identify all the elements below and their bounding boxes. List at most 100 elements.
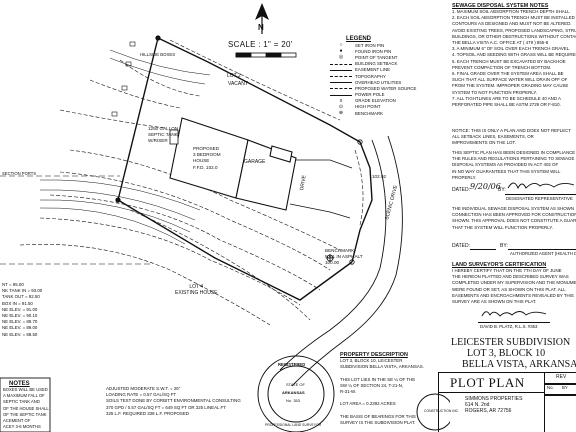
individual-line: THE INDIVIDUAL SEWAGE DISPOSAL SYSTEM AS… xyxy=(452,206,574,211)
house-label: PROPOSED 3 BEDROOM HOUSE F.F.D. 102.0 xyxy=(193,146,221,170)
legend-symbol-icon xyxy=(330,88,352,90)
legend-item: TOPOGRAPHY xyxy=(330,73,440,79)
legend-label: BENCHMARK xyxy=(355,110,384,116)
sig-cert-line xyxy=(478,322,550,323)
legend-label: PROPOSED WATER SOURCE xyxy=(355,85,417,91)
elevation-line: NE ELEV. = 89.00 xyxy=(2,325,38,331)
cert-line: SURVEY ARE AS SHOWN ON THIS PLAT. xyxy=(452,299,537,305)
rev-label: REV xyxy=(556,374,567,380)
plot-plan-title: PLOT PLAN xyxy=(450,375,525,390)
legend-symbol-icon xyxy=(330,76,352,78)
north-arrow-icon xyxy=(255,3,269,34)
notes-line: A MAXIMUM FALL OF xyxy=(3,393,45,399)
sewage-note-line: SYSTEM TO NOT FUNCTION PROPERLY. xyxy=(452,89,537,95)
legend-symbol-icon xyxy=(330,63,352,65)
sig2-line xyxy=(508,249,576,250)
legend-symbol-icon: x xyxy=(339,97,343,104)
seal-mid-0: STATE OF xyxy=(286,382,306,387)
percolation-line: ADJUSTED MODERATE S.W.T. = 26" xyxy=(106,386,181,391)
sewage-note-line: THE BELLA VISTA A.C. OFFICE AT ( 479 ) 8… xyxy=(452,40,549,46)
sewage-note-line: 5. EACH TRENCH MUST BE EXCAVATED BY BACK… xyxy=(452,58,566,64)
dated2-by: BY: xyxy=(500,243,508,249)
subdivision-line1: LEICESTER SUBDIVISION xyxy=(451,337,571,348)
legend-symbol-icon: ⊕ xyxy=(338,110,344,117)
seal-bottom-text: PROFESSIONAL LAND SURVEYOR xyxy=(265,423,322,427)
dated1-value: 9/20/06 xyxy=(470,182,501,191)
date2-line xyxy=(470,249,496,250)
notice-line: IMPROVEMENTS ON THE LOT. xyxy=(452,140,516,146)
legend-item: OVERHEAD UTILITIES xyxy=(330,79,440,85)
compliance-line: IN NO WAY GUARANTEES THAT THIS SYSTEM WI… xyxy=(452,168,561,174)
signature-1 xyxy=(507,182,575,190)
road-edges xyxy=(279,135,403,387)
cert-title: LAND SURVEYOR'S CERTIFICATION xyxy=(452,262,547,268)
individual-line: THAT THE SYSTEM WILL FUNCTION PROPERLY. xyxy=(452,224,553,230)
percolation-line: 325 L.F. REQUIRED 338 L.F. PROPOSED xyxy=(106,410,189,416)
certification: LAND SURVEYOR'S CERTIFICATION I HEREBY C… xyxy=(452,262,576,305)
compliance-line: THE RULES AND REGULATIONS PERTAINING TO … xyxy=(452,156,575,162)
plot-plan-block xyxy=(438,372,576,432)
subdivision-line2: LOT 3, BLOCK 10 xyxy=(467,348,546,359)
cert-line: I HEREBY CERTIFY THAT ON THE 7TH DAY OF … xyxy=(452,268,562,273)
lot4-label: LOT 4 EXISTING HOUSE xyxy=(175,284,218,297)
notes-line: SEPTIC TANK AND xyxy=(3,399,40,405)
plot-plan-divider xyxy=(438,392,544,393)
compliance-line: THIS SEPTIC PLAN HAS BEEN DESIGNED IN CO… xyxy=(452,150,576,155)
scale-text: SCALE : 1" = 20' xyxy=(228,40,293,49)
no-label: No. xyxy=(547,385,554,390)
power-poles xyxy=(115,35,363,265)
legend-item: EASEMENT LINE xyxy=(330,67,440,73)
legend-item: POWER POLE xyxy=(330,92,440,98)
legend-item: x GRADE ELEVATION xyxy=(330,98,440,104)
elevation-line: NE ELEV. = 91.00 xyxy=(2,306,38,312)
sewage-note-line: 6. FINAL GRADE OVER THE SYSTEM AREA SHAL… xyxy=(452,71,564,77)
compliance-line: PROPERLY. xyxy=(452,174,477,180)
signature-2 xyxy=(481,311,547,317)
percolation-line: LOADING RATE = 0.57 GAL/SQ FT xyxy=(106,392,177,398)
property-line: LOT AREA = 0.2392 ACRES xyxy=(340,401,396,407)
legend-label: FOUND IRON PIN xyxy=(355,48,392,54)
dated1-by: BY: xyxy=(498,187,506,193)
compliance-line: DISPOSAL SYSTEMS AS PROVIDED IN ACT 402 … xyxy=(452,162,559,168)
legend-symbol-icon: ⊙ xyxy=(338,103,344,110)
property-line: SUBDIVISION BELLA VISTA, ARKANSAS. xyxy=(340,364,424,370)
lot-boundary xyxy=(117,37,373,301)
north-label: N xyxy=(258,23,264,32)
sewage-note-line: 7. ALL TIGHTLINES ARE TO BE SCHEDULE 40 … xyxy=(452,95,561,101)
cert-line: THE HEREON PLATTED AND DESCRIBED SURVEY … xyxy=(452,274,569,280)
compliance-text: THIS SEPTIC PLAN HAS BEEN DESIGNED IN CO… xyxy=(452,150,575,181)
dated1-label: DATED: xyxy=(452,187,470,193)
property-line: SW ¼ OF SECTION 24, T-21-N, xyxy=(340,382,404,388)
sewage-note-line: PERFORATED PIPE SHALL BE ASTM 2729 OR F-… xyxy=(452,102,561,108)
lot2-label: LOT 2 xyxy=(227,73,241,79)
seal-top-text: REGISTERED xyxy=(278,362,305,367)
septic-tank-icon xyxy=(169,129,179,145)
legend-symbol-icon xyxy=(330,82,352,84)
elevation-line: NE ELEV. = 88.50 xyxy=(2,331,38,337)
legend-item: ◎ POINT OF TANGENT xyxy=(330,54,440,60)
property-description: PROPERTY DESCRIPTION LOT 3, BLOCK 10, LE… xyxy=(340,352,440,426)
sewage-note-line: FROM THE SYSTEM. IMPROPER GRADING MAY CA… xyxy=(452,83,569,89)
sewage-note-line: PREVENT COMPACTION OF TRENCH BOTTOM. xyxy=(452,64,552,70)
property-line: LOT 3, BLOCK 10, LEICESTER xyxy=(340,358,403,363)
no-by-cell xyxy=(544,383,576,396)
legend-label: TOPOGRAPHY xyxy=(355,73,386,79)
legend-label: POINT OF TANGENT xyxy=(355,54,398,60)
subdivision-line3: BELLA VISTA, ARKANSAS xyxy=(462,359,576,370)
sewage-note-line: 2. EACH SOIL ABSORPTION TRENCH MUST BE I… xyxy=(452,15,575,21)
client-info: SIMMONS PROPERTIES 614 N. 2nd ROGERS, AR… xyxy=(465,396,523,415)
benchmark-icon xyxy=(326,254,334,262)
legend-symbol-icon xyxy=(330,94,352,96)
individual-line: CONNECTION HAS BEEN APPROVED FOR CONSTRU… xyxy=(452,212,576,218)
legend-label: GRADE ELEVATION xyxy=(355,98,396,104)
legend-symbol-icon: ◎ xyxy=(338,54,344,61)
road-label: SCENIC DRIVE xyxy=(384,184,399,221)
sewage-note-line: SUCH THAT ALL SURFACE WATER WILL DRAIN O… xyxy=(452,77,568,83)
rev-cell xyxy=(544,372,576,385)
property-title: PROPERTY DESCRIPTION xyxy=(340,352,408,358)
notes-line: ACEMENT OF xyxy=(3,418,31,424)
sewage-note-line: BUILDINGS, OR OTHER OBSTRUCTIONS WITHOUT… xyxy=(452,33,576,39)
legend-symbol-icon xyxy=(330,69,352,71)
